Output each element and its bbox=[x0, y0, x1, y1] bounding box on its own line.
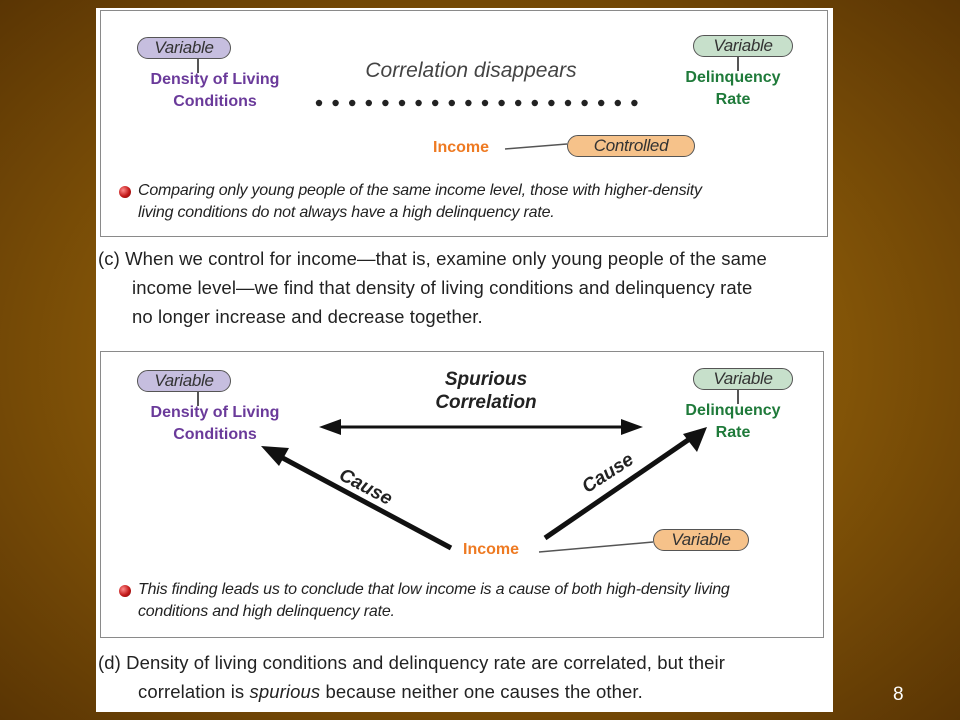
caption-d-text: because neither one causes the other. bbox=[320, 681, 643, 702]
dot bbox=[432, 99, 439, 107]
panel-c-note-line1: Comparing only young people of the same … bbox=[138, 182, 702, 199]
pill-connector bbox=[197, 59, 199, 73]
panel-c-note-line2: living conditions do not always have a h… bbox=[138, 204, 555, 221]
variable-pill-density: Variable bbox=[137, 370, 231, 392]
dot bbox=[531, 99, 538, 107]
density-label-line1: Density of Living bbox=[150, 404, 280, 421]
arrows-layer: Cause Cause bbox=[261, 419, 707, 553]
delinquency-label-line1: Delinquency bbox=[685, 402, 781, 419]
dot bbox=[614, 99, 621, 107]
dot bbox=[564, 99, 572, 107]
caption-d-line1: (d) Density of living conditions and del… bbox=[98, 652, 725, 673]
dot bbox=[498, 99, 505, 107]
dot bbox=[631, 99, 638, 107]
arrow-icon bbox=[543, 427, 707, 541]
income-variable-pill: Variable bbox=[653, 529, 749, 551]
income-connector bbox=[504, 143, 568, 150]
slide: Variable Density of Living Conditions Va… bbox=[96, 8, 833, 712]
panel-d-note: This finding leads us to conclude that l… bbox=[138, 579, 818, 623]
pill-connector bbox=[737, 390, 739, 404]
correlation-disappears-label: Correlation disappears bbox=[365, 59, 577, 82]
delinquency-label-line2: Rate bbox=[715, 424, 751, 441]
caption-d-text: correlation is bbox=[138, 681, 250, 702]
density-label-line2: Conditions bbox=[173, 426, 257, 443]
spurious-label-line1: Spurious bbox=[444, 369, 528, 390]
dotted-line-icon bbox=[315, 99, 638, 107]
bullet-icon bbox=[119, 585, 131, 597]
dot bbox=[548, 99, 555, 107]
dot bbox=[332, 99, 339, 107]
dot bbox=[581, 99, 588, 107]
caption-d-line2: correlation is spurious because neither … bbox=[98, 677, 725, 706]
variable-pill-delinquency: Variable bbox=[693, 368, 793, 390]
panel-d-note-line1: This finding leads us to conclude that l… bbox=[138, 581, 730, 598]
dot bbox=[398, 99, 406, 107]
page-number: 8 bbox=[893, 684, 904, 705]
cause-label-right: Cause bbox=[578, 449, 638, 498]
spurious-correlation-label: Spurious Correlation bbox=[401, 368, 571, 414]
density-label: Density of Living Conditions bbox=[125, 69, 305, 113]
income-label: Income bbox=[433, 139, 490, 156]
panel-c-note: Comparing only young people of the same … bbox=[138, 180, 818, 224]
caption-c-line2: income level—we find that density of liv… bbox=[132, 277, 753, 298]
dot bbox=[415, 99, 422, 107]
double-arrow-icon bbox=[319, 419, 643, 435]
dot bbox=[349, 99, 356, 107]
dot bbox=[515, 99, 522, 107]
controlled-pill: Controlled bbox=[567, 135, 695, 157]
arrow-icon bbox=[261, 446, 453, 551]
pill-connector bbox=[737, 57, 739, 71]
pill-connector bbox=[197, 392, 199, 406]
caption-c: (c) When we control for income—that is, … bbox=[98, 244, 767, 331]
delinquency-label: Delinquency Rate bbox=[663, 400, 803, 444]
panel-c-diagram: Variable Density of Living Conditions Va… bbox=[100, 10, 828, 237]
panel-d-diagram: Variable Density of Living Conditions Va… bbox=[100, 351, 824, 638]
delinquency-label-line1: Delinquency bbox=[685, 69, 781, 86]
dot bbox=[382, 99, 389, 107]
income-connector bbox=[538, 541, 654, 553]
caption-d: (d) Density of living conditions and del… bbox=[98, 648, 725, 706]
delinquency-label: Delinquency Rate bbox=[663, 67, 803, 111]
dot bbox=[481, 99, 489, 107]
dot bbox=[465, 99, 472, 107]
variable-pill-delinquency: Variable bbox=[693, 35, 793, 57]
dot bbox=[598, 99, 605, 107]
spurious-label-line2: Correlation bbox=[435, 392, 537, 413]
dot bbox=[448, 99, 455, 107]
panel-d-note-line2: conditions and high delinquency rate. bbox=[138, 603, 395, 620]
dot bbox=[365, 99, 372, 107]
caption-c-line1: (c) When we control for income—that is, … bbox=[98, 248, 767, 269]
caption-c-line3: no longer increase and decrease together… bbox=[132, 306, 483, 327]
income-label: Income bbox=[463, 541, 520, 558]
dot bbox=[315, 99, 323, 107]
density-label-line1: Density of Living bbox=[150, 71, 280, 88]
caption-d-emphasis: spurious bbox=[249, 681, 321, 702]
density-label-line2: Conditions bbox=[173, 93, 257, 110]
bullet-icon bbox=[119, 186, 131, 198]
variable-pill-density: Variable bbox=[137, 37, 231, 59]
density-label: Density of Living Conditions bbox=[125, 402, 305, 446]
delinquency-label-line2: Rate bbox=[715, 91, 751, 108]
